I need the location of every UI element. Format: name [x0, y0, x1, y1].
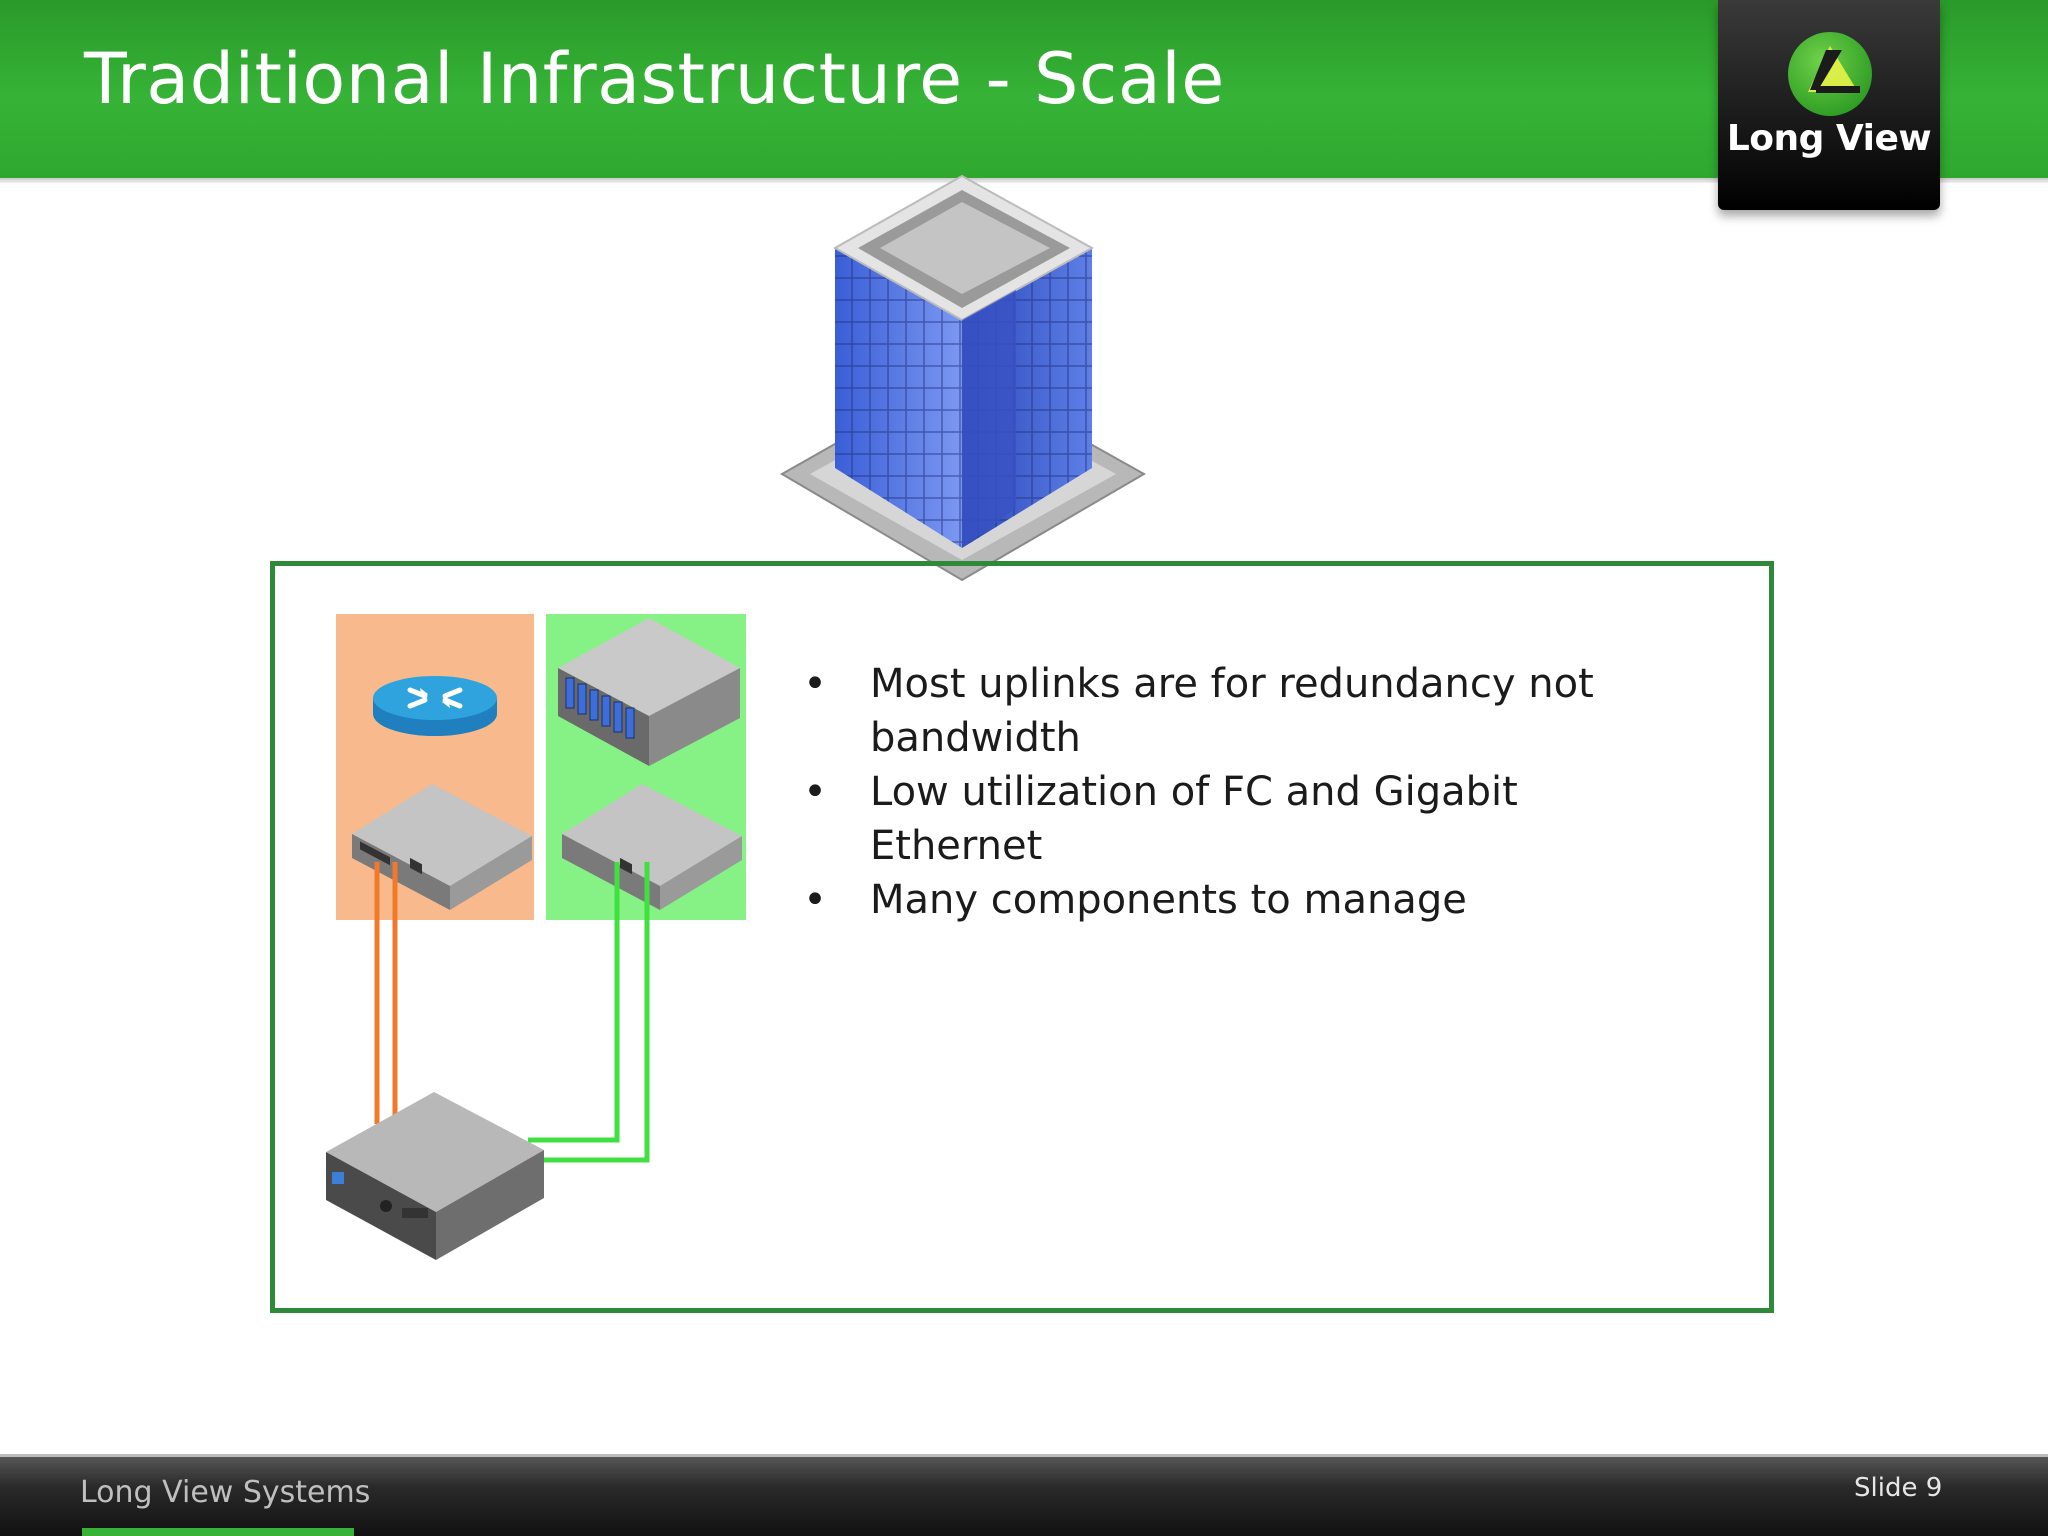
footer-accent: [82, 1528, 354, 1536]
network-switch-icon: [352, 784, 532, 910]
title-bar: [0, 0, 2048, 178]
bullet-list: • Most uplinks are for redundancy not ban…: [800, 657, 1700, 927]
router-icon: [373, 676, 497, 736]
logo-text: Long View: [1726, 118, 1932, 159]
footer-bar: [0, 1454, 2048, 1536]
bullet-item: • Low utilization of FC and Gigabit Ether…: [800, 765, 1700, 873]
bullet-item: • Most uplinks are for redundancy not ban…: [800, 657, 1700, 765]
bullet-marker: •: [803, 877, 827, 923]
title-divider: [0, 178, 2048, 183]
slide-number: Slide 9: [1854, 1473, 1943, 1503]
slide-title: Traditional Infrastructure - Scale: [84, 38, 1225, 120]
bullet-text: Many components to manage: [870, 877, 1467, 923]
long-view-logo-icon: [1788, 32, 1872, 116]
bullet-item: • Many components to manage: [800, 873, 1700, 927]
diagram-frame: [270, 561, 1774, 1313]
bullet-text: Low utilization of FC and Gigabit Ethern…: [870, 769, 1518, 869]
footer-company: Long View Systems: [80, 1475, 371, 1510]
bullet-marker: •: [803, 769, 827, 815]
office-building-icon: [780, 174, 1147, 582]
fc-switch-icon: [562, 784, 742, 910]
storage-array-icon: [558, 618, 740, 766]
bullet-marker: •: [803, 661, 827, 707]
server-icon: [326, 1092, 544, 1260]
footer-divider: [0, 1454, 2048, 1457]
company-logo: Long View: [1718, 0, 1940, 210]
bullet-text: Most uplinks are for redundancy not band…: [870, 661, 1594, 761]
